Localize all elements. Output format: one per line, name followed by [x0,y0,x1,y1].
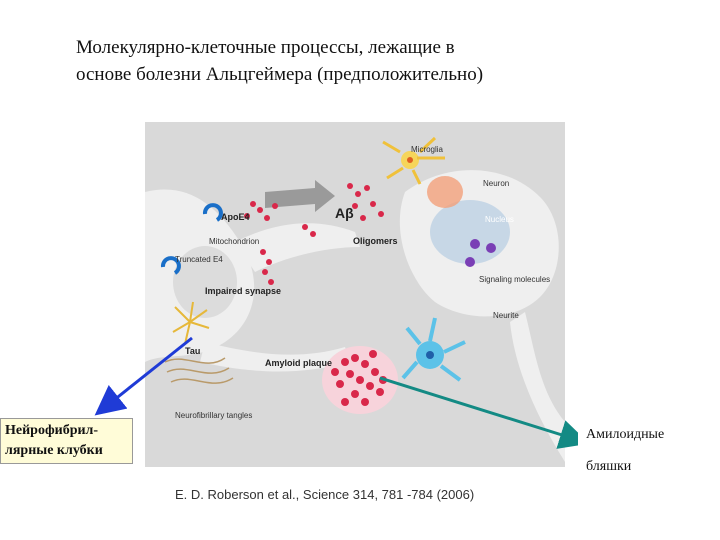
label-nucleus: Nucleus [485,215,514,224]
label-mitochondrion: Mitochondrion [209,237,259,246]
orange-cluster [427,176,463,208]
citation: E. D. Roberson et al., Science 314, 781 … [175,487,475,502]
label-tau: Tau [185,346,200,356]
abeta-arrow [265,180,335,212]
alzheimer-diagram: Microglia Neuron Nucleus Aβ Oligomers Ap… [145,122,565,467]
synapse-body [173,246,237,318]
callout-plaques-line-1: Амилоидные [586,427,665,442]
blue-microglia-cell [401,317,466,382]
label-signaling-molecules: Signaling molecules [479,275,550,284]
label-apoe4: ApoE4 [221,212,250,222]
label-neuron: Neuron [483,179,509,188]
synapse-branch [200,342,350,372]
left-neurite [235,223,360,272]
signaling-molecules-icon [465,239,496,267]
abeta-particles [244,183,384,285]
label-abeta: Aβ [335,205,354,221]
apoe4-icon [202,203,223,222]
microglia-cell [382,136,445,185]
callout-tangles-line-1: Нейрофибрил- [5,423,99,438]
slide-title: Молекулярно-клеточные процессы, лежащие … [76,34,676,88]
label-neurite: Neurite [493,311,519,320]
tau-icon [172,301,210,345]
callout-tangles: Нейрофибрил- лярные клубки [0,418,133,464]
label-impaired-synapse: Impaired synapse [205,286,281,296]
label-oligomers: Oligomers [353,236,398,246]
label-microglia: Microglia [411,145,444,154]
nucleus-shape [430,200,510,264]
callout-tangles-line-2: лярные клубки [5,443,103,458]
label-truncated-e4: Truncated E4 [175,255,223,264]
callout-plaques: Амилоидные бляшки [578,418,720,488]
label-neurofibrillary-tangles: Neurofibrillary tangles [175,411,252,420]
callout-plaques-line-2: бляшки [586,459,632,474]
truncated-e4-icon [160,256,181,275]
title-line-2: основе болезни Альцгеймера (предположите… [76,64,484,85]
diagram-canvas: Microglia Neuron Nucleus Aβ Oligomers Ap… [145,122,565,467]
title-line-1: Молекулярно-клеточные процессы, лежащие … [76,37,455,58]
label-amyloid-plaque: Amyloid plaque [265,358,332,368]
